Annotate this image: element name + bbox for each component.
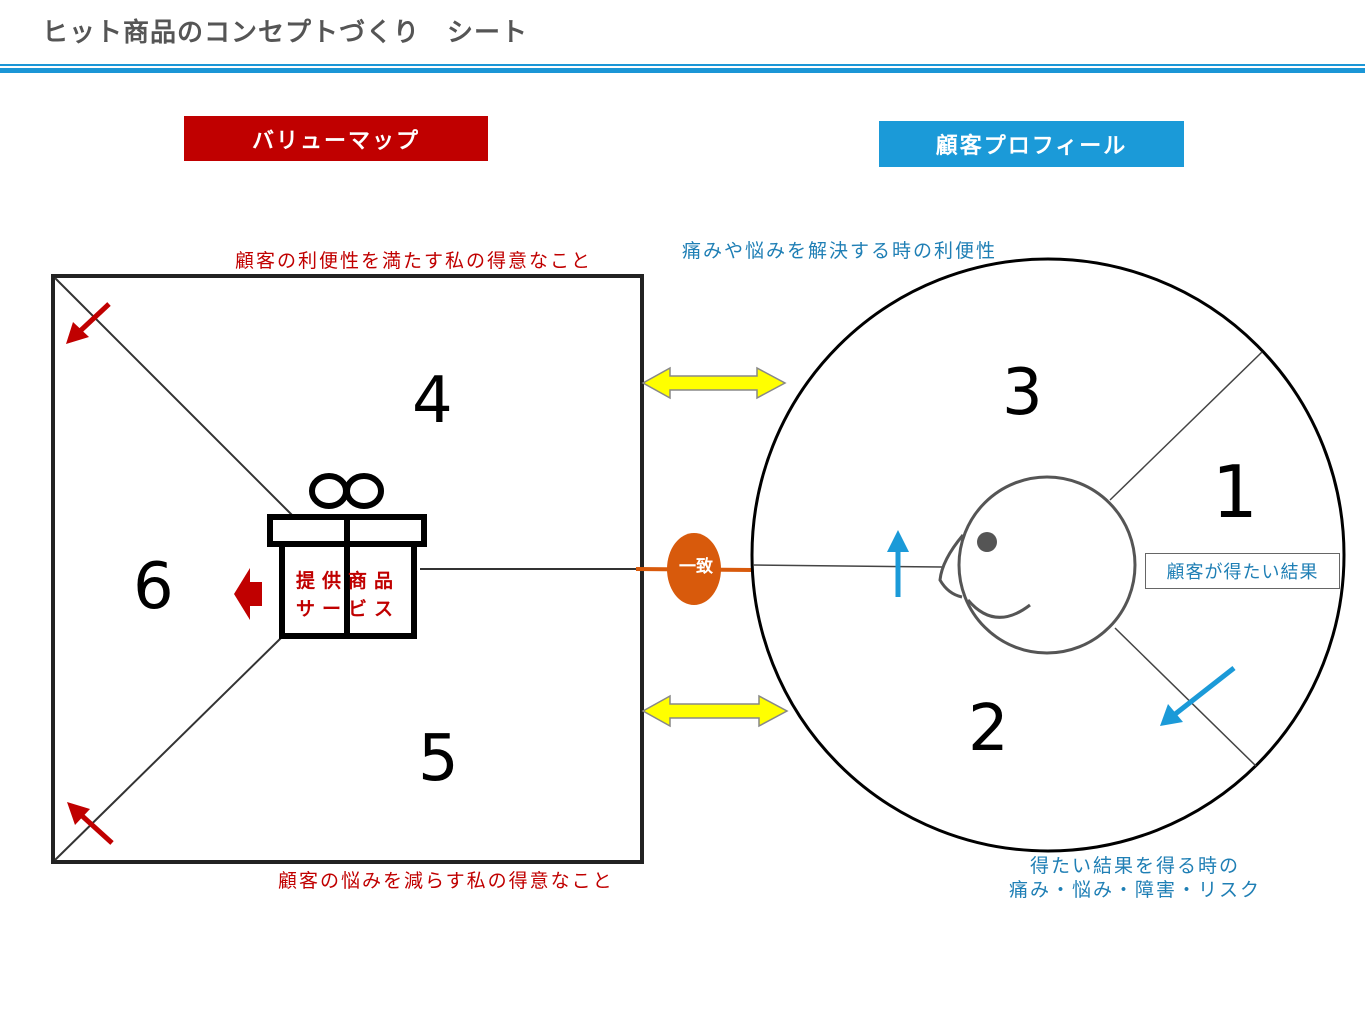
customer-face-icon bbox=[938, 475, 1137, 655]
customer-gain-box: 顧客が得たい結果 bbox=[1145, 553, 1340, 589]
profile-bottom-caption-line2: 痛み・悩み・障害・リスク bbox=[1008, 879, 1261, 901]
profile-divider-left bbox=[752, 564, 943, 568]
blue-arrow-down-left-icon bbox=[1160, 666, 1236, 726]
header-rule-thick bbox=[0, 68, 1365, 73]
red-arrow-bottom-left-icon bbox=[67, 802, 114, 845]
header-rule-thin bbox=[0, 64, 1365, 66]
value-map-number-4: 4 bbox=[412, 364, 453, 438]
gift-label-line2: サービス bbox=[296, 598, 401, 620]
red-arrow-left-icon bbox=[234, 568, 262, 620]
profile-divider-lower bbox=[1114, 627, 1257, 767]
customer-profile-label: 顧客プロフィール bbox=[879, 121, 1184, 167]
profile-bottom-caption-line1: 得たい結果を得る時の bbox=[1029, 855, 1240, 877]
profile-bottom-caption: 得たい結果を得る時の 痛み・悩み・障害・リスク bbox=[1000, 854, 1270, 902]
yellow-double-arrow-bottom-icon bbox=[641, 694, 789, 728]
value-map-bottom-caption: 顧客の悩みを減らす私の得意なこと bbox=[278, 870, 614, 892]
value-map-label: バリューマップ bbox=[184, 116, 488, 161]
match-ellipse bbox=[667, 533, 721, 605]
value-map-top-caption: 顧客の利便性を満たす私の得意なこと bbox=[235, 250, 593, 272]
profile-divider-upper bbox=[1109, 351, 1263, 501]
profile-number-3: 3 bbox=[1002, 356, 1043, 430]
yellow-double-arrow-top-icon bbox=[641, 366, 787, 400]
profile-top-caption: 痛みや悩みを解決する時の利便性 bbox=[682, 240, 998, 262]
blue-arrow-up-icon bbox=[887, 530, 909, 597]
value-map-number-6: 6 bbox=[133, 550, 174, 624]
value-map-diagonal-top bbox=[54, 277, 293, 516]
gift-icon bbox=[267, 473, 427, 639]
value-map-number-5: 5 bbox=[418, 722, 459, 796]
match-label: 一致 bbox=[679, 557, 713, 577]
page-title: ヒット商品のコンセプトづくり シート bbox=[42, 18, 529, 48]
profile-number-1: 1 bbox=[1212, 450, 1258, 534]
customer-profile-circle bbox=[750, 257, 1346, 853]
profile-number-2: 2 bbox=[968, 692, 1009, 766]
value-map-diagonal-bottom bbox=[54, 636, 283, 861]
red-arrow-top-left-icon bbox=[66, 302, 111, 344]
gift-label-line1: 提供商品 bbox=[296, 570, 401, 592]
